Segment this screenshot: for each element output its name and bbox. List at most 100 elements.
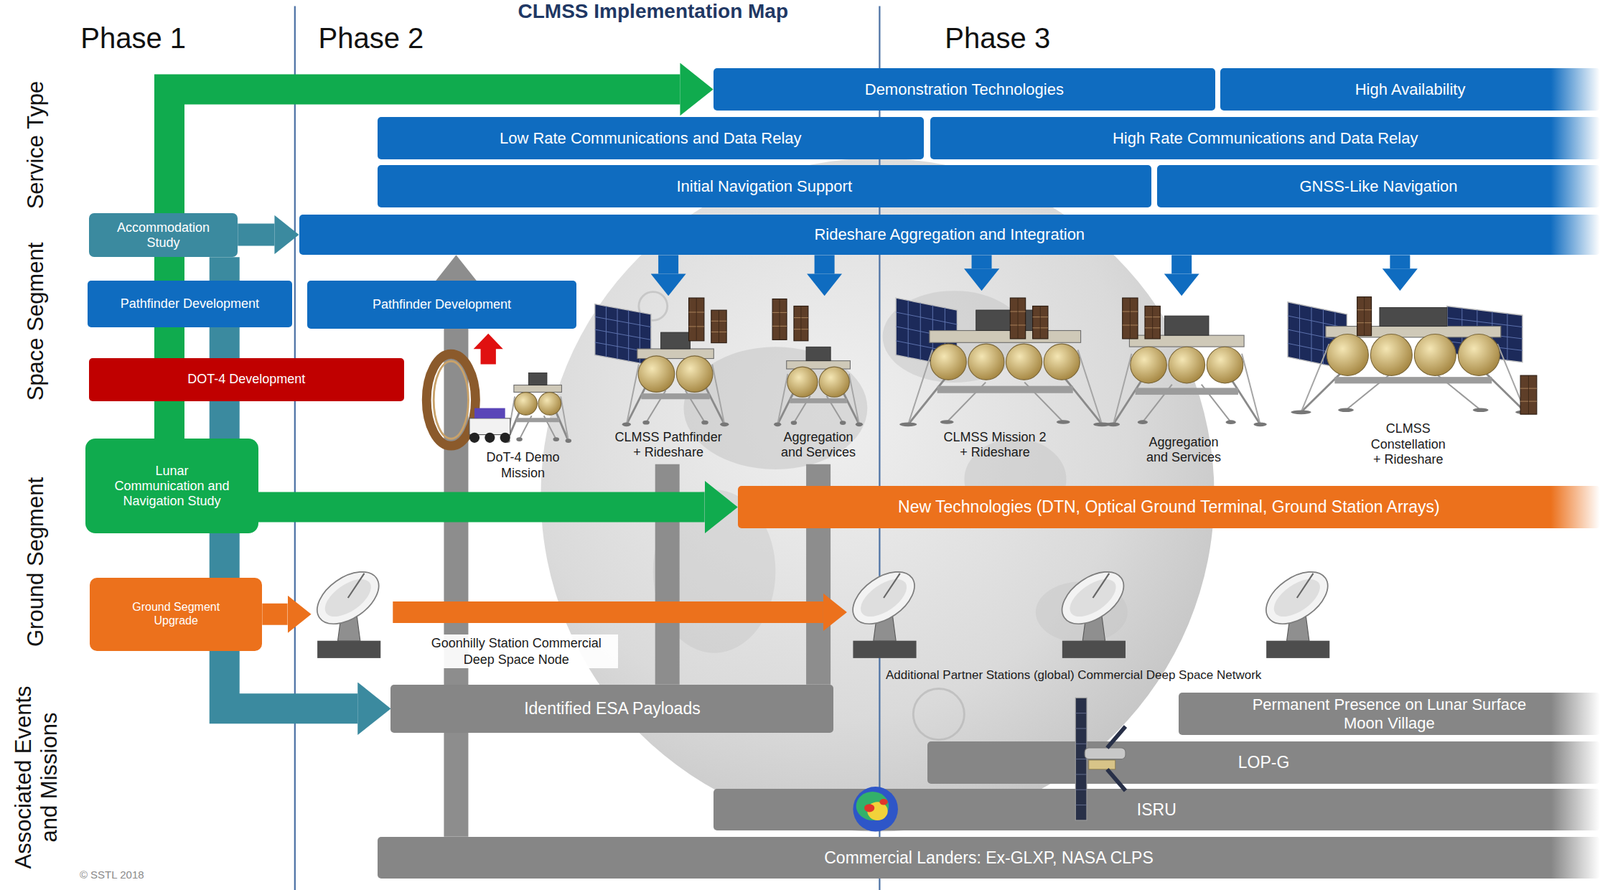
aggregation-lander xyxy=(855,422,863,428)
ground-dish xyxy=(307,561,389,635)
ground-dish xyxy=(348,573,365,598)
pathfinder-lander xyxy=(676,356,713,393)
flow-arrow xyxy=(262,603,288,626)
technology-bar: New Technologies (DTN, Optical Ground Te… xyxy=(737,485,1600,530)
mission2-lander xyxy=(908,349,933,425)
mission2-lander xyxy=(937,386,1074,394)
phase-heading: Phase 2 xyxy=(318,21,425,55)
ground-dish xyxy=(852,641,916,659)
aggregation-lander xyxy=(819,366,850,397)
dot4-illustration xyxy=(474,408,506,419)
aggregation-lander xyxy=(1168,346,1206,384)
constellation-lander xyxy=(1379,307,1448,326)
node-label: Accommodation Study xyxy=(109,220,217,250)
flow-arrow xyxy=(258,492,705,523)
isru-globe xyxy=(856,791,889,821)
study-box: Lunar Communication and Navigation Study xyxy=(85,438,258,534)
row-heading: Space Segment xyxy=(22,241,49,401)
node-label: Rideshare Aggregation and Integration xyxy=(813,225,1085,244)
mission2-lander xyxy=(1017,297,1019,339)
flow-arrow xyxy=(814,254,835,274)
aggregation-lander xyxy=(777,373,788,425)
ground-dish xyxy=(318,572,378,625)
node-label: New Technologies (DTN, Optical Ground Te… xyxy=(897,497,1440,517)
pathfinder-lander xyxy=(595,329,652,340)
study-box: Accommodation Study xyxy=(89,213,239,257)
phase-heading: Phase 3 xyxy=(944,21,1051,55)
ground-dish xyxy=(854,572,914,625)
aggregation-lander xyxy=(1113,353,1132,425)
aggregation-lander xyxy=(1241,353,1261,425)
constellation-lander xyxy=(1457,333,1500,376)
dot4-illustration xyxy=(426,353,476,446)
pathfinder-lander xyxy=(595,297,730,427)
dot4-illustration xyxy=(560,396,569,441)
ground-dish xyxy=(317,641,381,659)
gateway-station xyxy=(1088,760,1116,770)
dot4-illustration xyxy=(433,361,469,439)
flow-arrow xyxy=(971,254,993,269)
aggregation-lander xyxy=(1144,305,1160,339)
dot4-illustration xyxy=(513,384,563,392)
gateway-station xyxy=(1075,712,1087,714)
isru-globe xyxy=(852,786,898,832)
aggregation-lander xyxy=(1152,305,1153,339)
node-label: Initial Navigation Support xyxy=(676,177,853,196)
aggregation-lander xyxy=(789,398,848,404)
mission2-lander xyxy=(1032,305,1049,339)
aggregation-lander xyxy=(1129,297,1131,339)
dot4-illustration xyxy=(516,417,560,423)
mission2-lander xyxy=(1043,343,1080,380)
constellation-lander xyxy=(1300,343,1329,413)
development-box: Pathfinder Development xyxy=(307,280,577,329)
node-label: Permanent Presence on Lunar Surface Moon… xyxy=(1231,695,1547,733)
caption: Aggregation and Services xyxy=(773,429,864,461)
aggregation-lander xyxy=(791,420,798,425)
constellation-lander xyxy=(1472,407,1489,413)
service-bar: High Rate Communications and Data Relay xyxy=(930,117,1600,159)
mission2-lander xyxy=(929,330,1082,344)
gateway-station xyxy=(1106,726,1126,748)
dot4-illustration xyxy=(484,432,495,443)
row-heading: Service Type xyxy=(22,81,49,210)
pathfinder-lander xyxy=(661,332,691,349)
mission2-lander xyxy=(1056,419,1071,425)
constellation-lander xyxy=(1370,333,1412,376)
node-label: GNSS-Like Navigation xyxy=(1299,177,1458,196)
pathfinder-lander xyxy=(689,297,705,341)
node-label: Commercial Landers: Ex-GLXP, NASA CLPS xyxy=(824,848,1153,868)
aggregation-lander xyxy=(1226,419,1237,425)
gateway-station xyxy=(1075,773,1087,775)
gateway-station xyxy=(1075,804,1087,806)
aggregation-lander xyxy=(779,299,781,341)
pathfinder-lander xyxy=(622,422,631,428)
dot4-illustration xyxy=(565,438,573,443)
ground-dish xyxy=(1092,573,1110,598)
aggregation-lander xyxy=(773,422,781,428)
moon-mare xyxy=(683,346,868,470)
flow-arrow xyxy=(658,254,679,274)
caption: DoT-4 Demo Mission xyxy=(473,450,574,481)
ground-dish xyxy=(1266,641,1330,659)
gateway-station xyxy=(1075,727,1087,729)
mission-bar: Identified ESA Payloads xyxy=(390,684,834,733)
mission2-lander xyxy=(940,419,954,425)
upgrade-box: Ground Segment Upgrade xyxy=(89,577,263,652)
ground-dish xyxy=(1053,561,1134,635)
flow-arrow xyxy=(1171,254,1192,274)
pathfinder-lander xyxy=(712,364,725,425)
aggregation-lander xyxy=(1165,315,1209,336)
ground-dish xyxy=(1062,641,1126,659)
constellation-lander xyxy=(1290,409,1311,415)
aggregation-lander xyxy=(1106,422,1120,428)
mission2-lander xyxy=(1078,349,1103,425)
pathfinder-lander xyxy=(638,356,675,393)
caption: Aggregation and Services xyxy=(1138,434,1229,466)
dot4-illustration xyxy=(528,373,547,386)
aggregation-lander xyxy=(800,305,802,341)
node-label: Lunar Communication and Navigation Study xyxy=(111,463,234,509)
mission2-lander xyxy=(895,312,957,325)
constellation-lander xyxy=(1520,375,1537,415)
node-label: High Rate Communications and Data Relay xyxy=(1112,129,1419,148)
